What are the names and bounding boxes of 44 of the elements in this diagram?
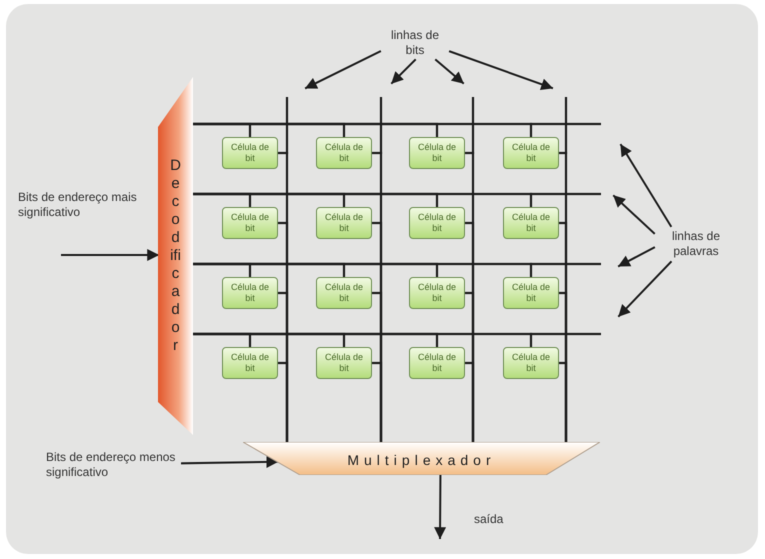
bit-cell: Célula de bit bbox=[503, 347, 559, 379]
bit-cell: Célula de bit bbox=[409, 277, 465, 309]
bit-line bbox=[558, 362, 568, 444]
arrow bbox=[304, 50, 381, 89]
edge-label: saída bbox=[474, 512, 504, 527]
arrow bbox=[434, 474, 446, 540]
bit-cell: Célula de bit bbox=[222, 207, 278, 239]
arrow bbox=[181, 456, 278, 468]
multiplexer-block bbox=[243, 442, 600, 475]
callout-text: linhas de bits bbox=[380, 26, 450, 60]
bit-cell: Célula de bit bbox=[222, 137, 278, 169]
bit-cell: Célula de bit bbox=[409, 137, 465, 169]
word-line bbox=[192, 192, 532, 208]
word-line bbox=[192, 262, 532, 278]
bit-cell: Célula de bit bbox=[503, 207, 559, 239]
callout-text: Bits de endereço menos significativo bbox=[46, 448, 182, 482]
bit-cell: Célula de bit bbox=[316, 277, 372, 309]
callout-text: linhas de palavras bbox=[654, 226, 738, 262]
bit-cell: Célula de bit bbox=[503, 277, 559, 309]
decoder-block bbox=[158, 77, 193, 435]
arrow bbox=[435, 59, 464, 84]
bit-cell: Célula de bit bbox=[316, 137, 372, 169]
arrow bbox=[449, 50, 554, 90]
bit-cell: Célula de bit bbox=[222, 347, 278, 379]
arrow bbox=[618, 261, 672, 317]
bit-line bbox=[370, 362, 382, 444]
bit-cell: Célula de bit bbox=[409, 207, 465, 239]
arrow bbox=[620, 144, 672, 227]
arrow bbox=[618, 246, 655, 267]
word-line bbox=[192, 122, 532, 138]
bit-cell: Célula de bit bbox=[222, 277, 278, 309]
multiplexer-label: Multiplexador bbox=[347, 450, 496, 468]
bit-cell: Célula de bit bbox=[503, 137, 559, 169]
arrow bbox=[391, 59, 416, 84]
arrow bbox=[613, 195, 655, 234]
bit-cell: Célula de bit bbox=[316, 347, 372, 379]
bit-line bbox=[464, 362, 474, 444]
arrow bbox=[61, 249, 160, 261]
bit-line bbox=[276, 362, 288, 444]
edge-label: Bits de endereço mais significativo bbox=[18, 190, 138, 220]
bit-cell: Célula de bit bbox=[409, 347, 465, 379]
bit-cell: Célula de bit bbox=[316, 207, 372, 239]
word-line bbox=[192, 332, 532, 348]
decoder-label: Decodificador bbox=[170, 157, 181, 355]
